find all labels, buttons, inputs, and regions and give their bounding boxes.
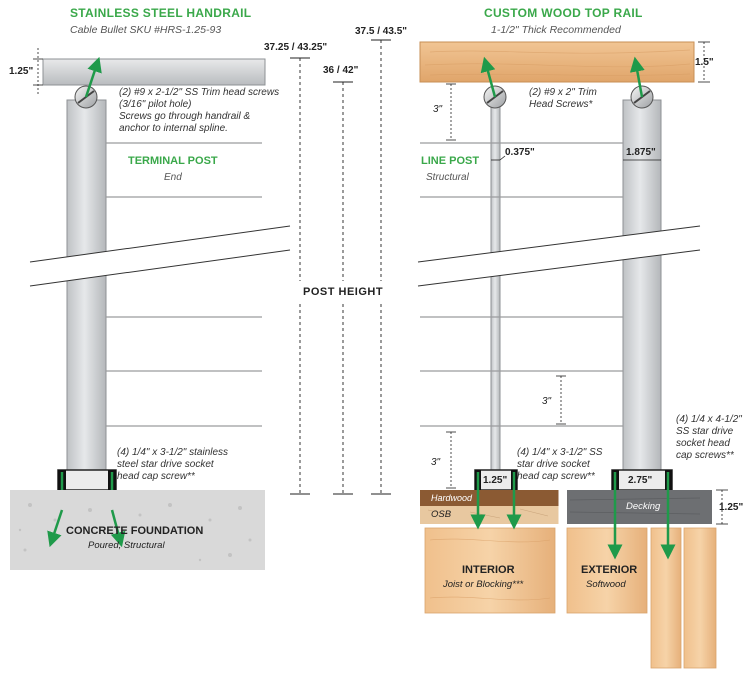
left-base-screw-note: (4) 1/4" x 3-1/2" stainless steel star d…	[117, 447, 229, 482]
terminal-post-sub: End	[164, 172, 182, 183]
decking-layer	[567, 490, 712, 524]
terminal-post-width: 1.875"	[626, 147, 656, 158]
left-title: STAINLESS STEEL HANDRAIL	[70, 6, 252, 20]
terminal-post-label: TERMINAL POST	[128, 155, 218, 167]
stainless-handrail	[42, 58, 266, 86]
dim-36: 36 / 42"	[323, 65, 359, 76]
left-subtitle: Cable Bullet SKU #HRS-1.25-93	[70, 24, 222, 36]
exterior-label: EXTERIOR	[581, 564, 638, 576]
right-terminal-post	[622, 99, 662, 481]
concrete-foundation-sub: Poured, Structural	[88, 540, 165, 551]
line-post-sub: Structural	[426, 172, 469, 183]
post-height-label: POST HEIGHT	[303, 286, 384, 298]
decking-dim: 1.25"	[719, 502, 744, 513]
left-break-band	[30, 226, 290, 286]
interior-sub: Joist or Blocking***	[443, 579, 524, 590]
line-post-width: 0.375"	[505, 147, 535, 158]
line-base-width: 1.25"	[483, 475, 508, 486]
right-cables	[420, 142, 623, 427]
post-height-dimensions	[290, 39, 391, 495]
exterior-softwood	[566, 527, 648, 614]
right-subtitle: 1-1/2" Thick Recommended	[491, 24, 621, 36]
line-post-label: LINE POST	[421, 155, 480, 167]
bottom-gap-dim: 3"	[431, 457, 441, 468]
right-break-band	[418, 226, 700, 286]
concrete-texture	[18, 503, 252, 562]
exterior-joist-b	[683, 527, 717, 669]
hardwood-label: Hardwood	[431, 493, 473, 503]
concrete-foundation-label: CONCRETE FOUNDATION	[66, 525, 204, 537]
osb-label: OSB	[431, 509, 452, 520]
decking-label: Decking	[626, 501, 661, 512]
top-gap-dim: 3"	[433, 104, 443, 115]
interior-label: INTERIOR	[462, 564, 515, 576]
line-post	[490, 99, 501, 481]
terminal-base-screw-note: (4) 1/4 x 4-1/2" SS star drive socket he…	[676, 414, 742, 461]
dim-37-5: 37.5 / 43.5"	[355, 26, 408, 37]
left-base-plate	[57, 469, 117, 491]
left-rail-dim: 1.25"	[9, 66, 34, 77]
exterior-sub: Softwood	[586, 579, 626, 590]
terminal-post	[66, 99, 107, 481]
hardwood-layer	[420, 490, 560, 506]
left-trim-screw-note: (2) #9 x 2-1/2" SS Trim head screws (3/1…	[119, 87, 280, 134]
wood-top-rail	[419, 41, 695, 83]
terminal-base-width: 2.75"	[628, 475, 653, 486]
line-base-screw-note: (4) 1/4" x 3-1/2" SS star drive socket h…	[517, 447, 603, 482]
right-trim-screw-note: (2) #9 x 2" Trim Head Screws*	[529, 87, 597, 110]
cable-spacing-dim: 3"	[542, 396, 552, 407]
right-title: CUSTOM WOOD TOP RAIL	[484, 6, 643, 20]
concrete-foundation	[10, 490, 265, 570]
left-cables	[106, 142, 262, 427]
dim-37-25: 37.25 / 43.25"	[264, 42, 328, 53]
right-rail-dim: 1.5"	[695, 57, 714, 68]
exterior-joist-a	[650, 527, 682, 669]
